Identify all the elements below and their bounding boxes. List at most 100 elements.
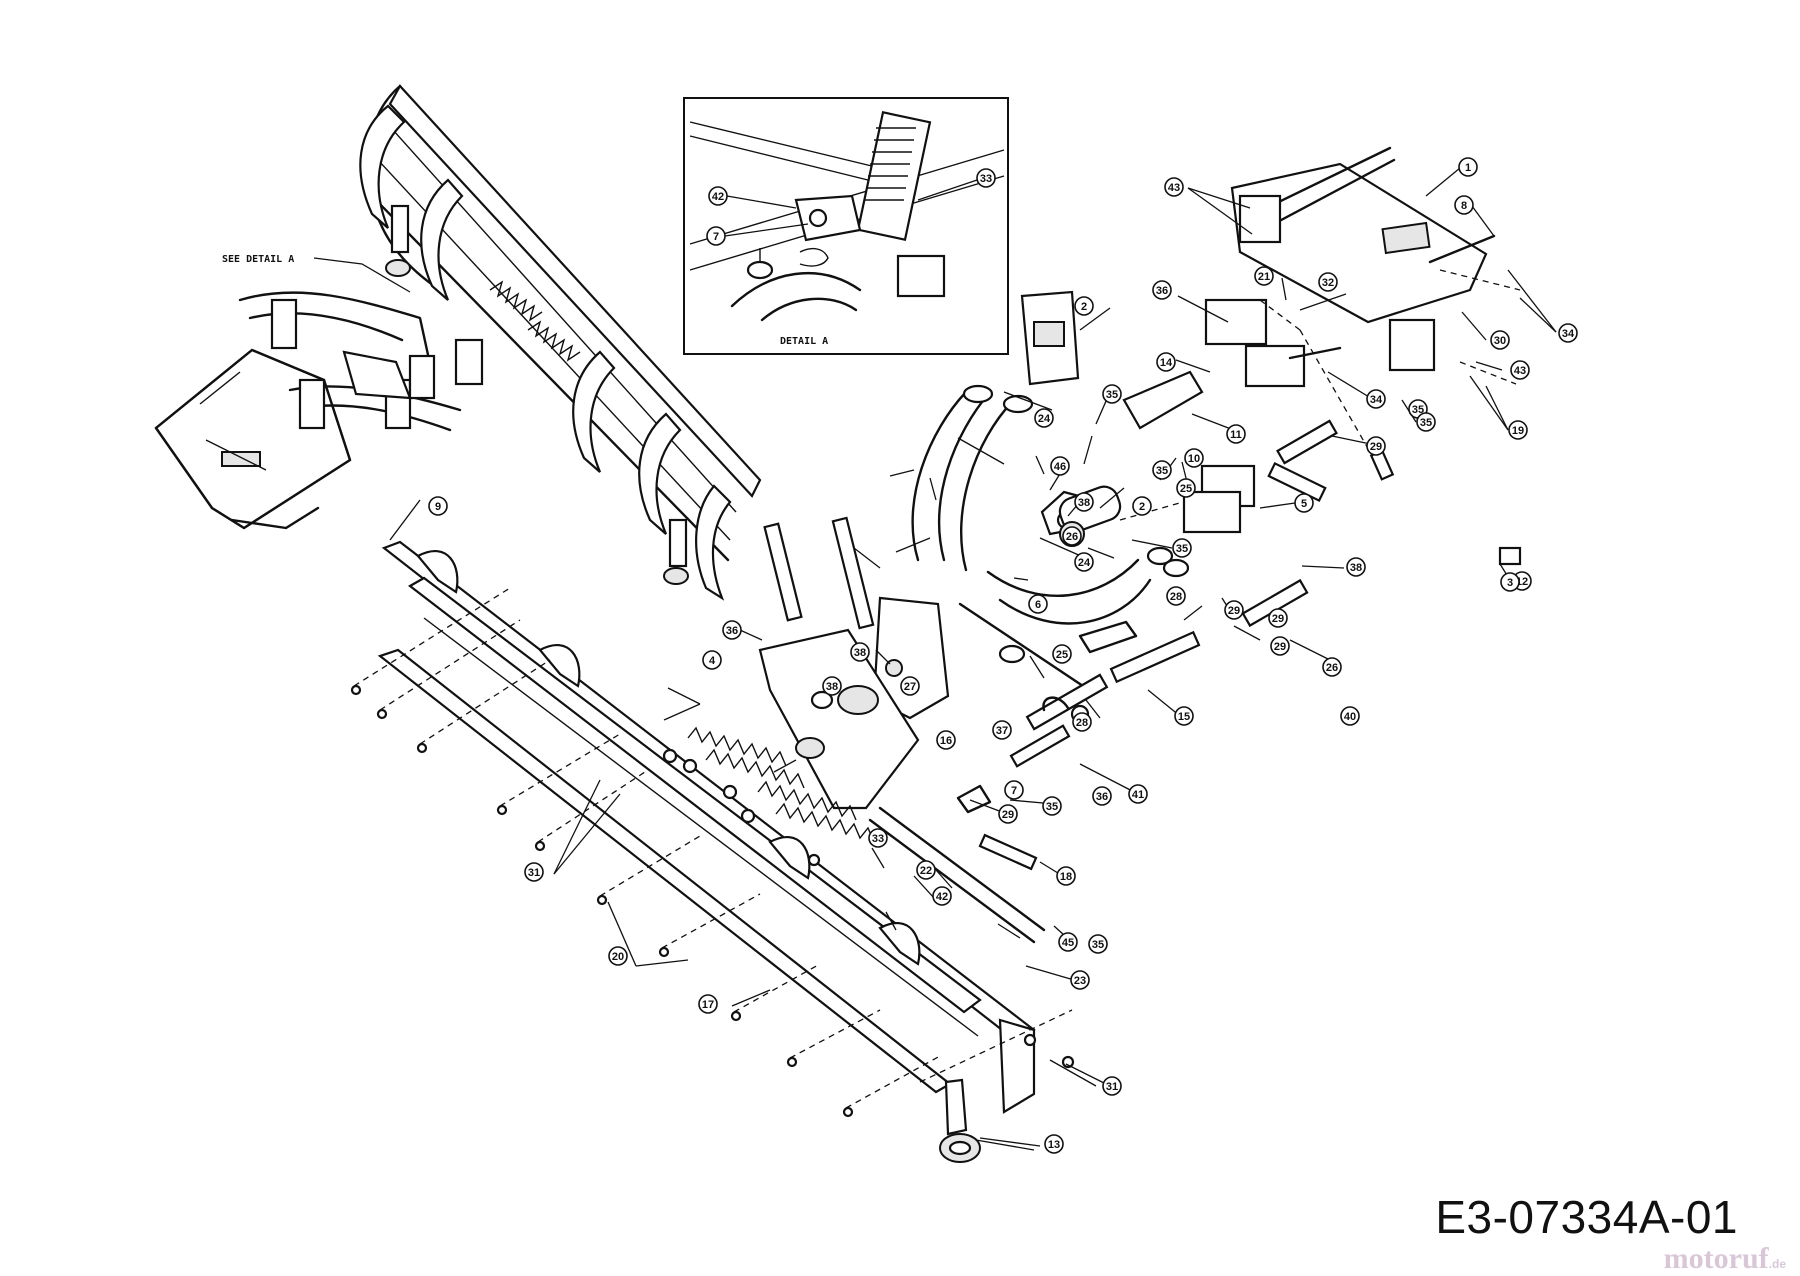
callout-35: 35 — [1042, 796, 1062, 816]
callout-number: 38 — [1350, 562, 1362, 574]
callout-28: 28 — [1072, 712, 1092, 732]
callout-6: 6 — [1028, 594, 1048, 614]
callout-16: 16 — [936, 730, 956, 750]
callout-34: 34 — [1366, 389, 1386, 409]
callout-10: 10 — [1184, 448, 1204, 468]
callout-number: 19 — [1512, 425, 1524, 437]
callout-number: 36 — [1156, 285, 1168, 297]
inset-leader — [726, 195, 797, 209]
callout-41: 41 — [1128, 784, 1148, 804]
callout-number: 35 — [1046, 801, 1058, 813]
callout-2: 2 — [1074, 296, 1094, 316]
callout-31: 31 — [1102, 1076, 1122, 1096]
callout-18: 18 — [1056, 866, 1076, 886]
callout-29: 29 — [1270, 636, 1290, 656]
callout-3: 3 — [1500, 572, 1520, 592]
callout-number: 35 — [1176, 543, 1188, 555]
callout-38: 38 — [1074, 492, 1094, 512]
callout-number: 42 — [936, 891, 948, 903]
callout-number: 28 — [1076, 717, 1088, 729]
callout-number: 31 — [1106, 1081, 1118, 1093]
callout-38: 38 — [822, 676, 842, 696]
callout-35: 35 — [1102, 384, 1122, 404]
callout-number: 25 — [1056, 649, 1068, 661]
callout-29: 29 — [1366, 436, 1386, 456]
callout-26: 26 — [1322, 657, 1342, 677]
callout-32: 32 — [1318, 272, 1338, 292]
callout-number: 9 — [435, 501, 441, 513]
mount-brackets — [1182, 146, 1522, 566]
callout-28: 28 — [1166, 586, 1186, 606]
callout-8: 8 — [1454, 195, 1474, 215]
callout-26: 26 — [1062, 526, 1082, 546]
callout-number: 37 — [996, 725, 1008, 737]
callout-number: 14 — [1160, 357, 1173, 369]
callout-33: 33 — [868, 828, 888, 848]
callout-37: 37 — [992, 720, 1012, 740]
watermark-brand: motoruf — [1663, 1242, 1769, 1275]
callout-22: 22 — [916, 860, 936, 880]
callout-number: 26 — [1066, 531, 1078, 543]
callout-29: 29 — [998, 804, 1018, 824]
callout-number: 35 — [1412, 404, 1424, 416]
callout-34: 34 — [1558, 323, 1578, 343]
callout-38: 38 — [850, 642, 870, 662]
callout-19: 19 — [1508, 420, 1528, 440]
callout-number: 33 — [872, 833, 884, 845]
callout-number: 29 — [1370, 441, 1382, 453]
callout-number: 31 — [528, 867, 540, 879]
callout-number: 38 — [1078, 497, 1090, 509]
callout-number: 24 — [1038, 413, 1051, 425]
callout-35: 35 — [1152, 460, 1172, 480]
callout-number: 45 — [1062, 937, 1074, 949]
callout-35: 35 — [1416, 412, 1436, 432]
callout-number: 35 — [1420, 417, 1432, 429]
callout-4: 4 — [702, 650, 722, 670]
callout-43: 43 — [1164, 177, 1184, 197]
callout-number: 2 — [1139, 501, 1145, 513]
callout-number: 3 — [1507, 577, 1513, 589]
callout-number: 8 — [1461, 200, 1467, 212]
callout-35: 35 — [1172, 538, 1192, 558]
callout-40: 40 — [1340, 706, 1360, 726]
inset-callout-42: 42 — [708, 186, 728, 206]
callout-number: 16 — [940, 735, 952, 747]
callout-number: 26 — [1326, 662, 1338, 674]
callout-number: 6 — [1035, 599, 1041, 611]
callout-24: 24 — [1034, 408, 1054, 428]
callout-number: 40 — [1344, 711, 1356, 723]
callout-46: 46 — [1050, 456, 1070, 476]
callout-number: 2 — [1081, 301, 1087, 313]
callout-15: 15 — [1174, 706, 1194, 726]
callout-number: 20 — [612, 951, 624, 963]
callout-number: 13 — [1048, 1139, 1060, 1151]
inset-callout-7: 7 — [706, 226, 726, 246]
callout-17: 17 — [698, 994, 718, 1014]
callout-27: 27 — [900, 676, 920, 696]
callout-number: 11 — [1230, 429, 1242, 441]
detail-a-inset: DETAIL A — [683, 97, 1009, 355]
callout-number: 4 — [709, 655, 716, 667]
callout-number: 32 — [1322, 277, 1334, 289]
callout-38: 38 — [1346, 557, 1366, 577]
callout-36: 36 — [722, 620, 742, 640]
callout-number: 38 — [854, 647, 866, 659]
callout-number: 22 — [920, 865, 932, 877]
callout-7: 7 — [1004, 780, 1024, 800]
callout-number: 28 — [1170, 591, 1182, 603]
callout-35: 35 — [1088, 934, 1108, 954]
callout-23: 23 — [1070, 970, 1090, 990]
callout-number: 29 — [1272, 613, 1284, 625]
callout-number: 24 — [1078, 557, 1091, 569]
callout-29: 29 — [1268, 608, 1288, 628]
callout-14: 14 — [1156, 352, 1176, 372]
callout-36: 36 — [1092, 786, 1112, 806]
watermark-suffix: .de — [1768, 1257, 1786, 1271]
callout-number: 35 — [1106, 389, 1118, 401]
callout-43: 43 — [1510, 360, 1530, 380]
callout-45: 45 — [1058, 932, 1078, 952]
springs — [687, 726, 875, 843]
callout-42: 42 — [932, 886, 952, 906]
callout-number: 36 — [726, 625, 738, 637]
